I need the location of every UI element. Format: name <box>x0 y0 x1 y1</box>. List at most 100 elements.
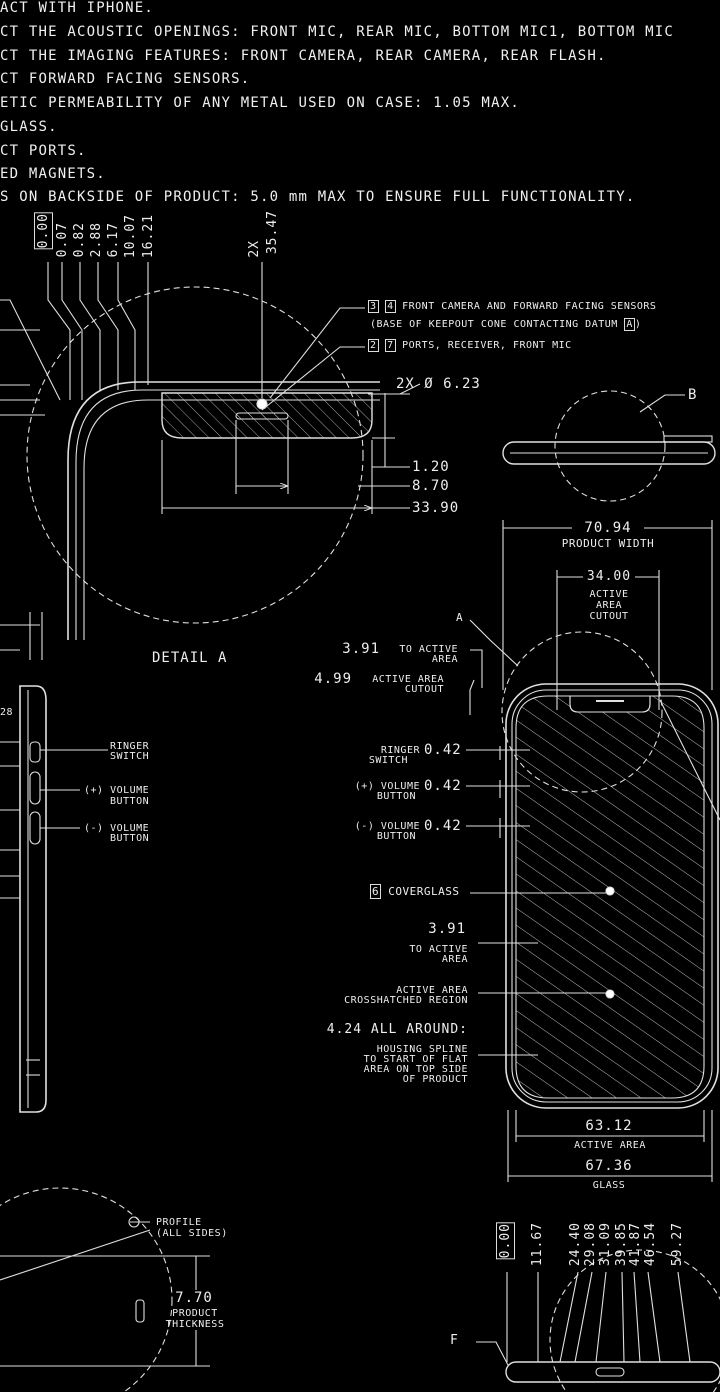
callout-sub-end: ) <box>634 319 642 330</box>
dim-bottom-3: 29.08 <box>583 1222 598 1267</box>
front-voldown-1: (-) VOLUME <box>354 821 420 832</box>
glass-value: 67.36 <box>578 1159 640 1173</box>
thickness-t1: PRODUCT <box>172 1308 218 1319</box>
dim-top-1: 0.07 <box>55 222 70 258</box>
dim-8-70: 8.70 <box>412 478 450 494</box>
spline-1: HOUSING SPLINE <box>376 1044 468 1055</box>
note-line-3: CT THE IMAGING FEATURES: FRONT CAMERA, R… <box>0 48 607 64</box>
phone-side-outline <box>19 685 47 1113</box>
note-line-9: S ON BACKSIDE OF PRODUCT: 5.0 mm MAX TO … <box>0 189 636 205</box>
dim-bottom-4: 31.09 <box>598 1222 613 1267</box>
callout-camera-sub: (BASE OF KEEPOUT CONE CONTACTING DATUM A… <box>370 318 642 331</box>
to-active-t1: TO ACTIVE <box>399 644 458 655</box>
detail-a-circle <box>26 286 364 624</box>
front-voldown-value: 0.42 <box>424 818 462 834</box>
coverglass-num: 6 <box>370 884 382 899</box>
cutout-label-1: ACTIVE <box>589 589 629 600</box>
profile-t2: (ALL SIDES) <box>156 1228 228 1239</box>
side-left-28: 28 <box>0 707 14 718</box>
dim-2x: 2X <box>247 240 262 258</box>
active-cutout-value: 4.99 <box>314 671 352 687</box>
spline-3: AREA ON TOP SIDE <box>363 1064 468 1075</box>
detail-a-marker: A <box>456 611 464 624</box>
detail-b-marker: B <box>688 387 698 403</box>
dim-33-90: 33.90 <box>412 500 460 516</box>
dim-bottom-0: 0.00 <box>496 1222 515 1260</box>
note-line-5: ETIC PERMEABILITY OF ANY METAL USED ON C… <box>0 95 520 111</box>
side-to-active-value: 3.91 <box>428 921 466 937</box>
dim-top-6: 16.21 <box>141 214 156 259</box>
side-to-active-t1: TO ACTIVE <box>409 944 468 955</box>
coverglass-text: COVERGLASS <box>388 885 460 898</box>
cutout-value: 34.00 <box>583 570 635 583</box>
cutout-label-2: AREA <box>595 600 623 611</box>
dim-bottom-5: 39.85 <box>614 1222 629 1267</box>
side-voldown-1: (-) VOLUME <box>84 823 150 834</box>
thickness-value: 7.70 <box>175 1290 213 1306</box>
dim-top-2: 0.82 <box>72 222 87 258</box>
dim-top-0: 0.00 <box>34 212 53 250</box>
dim-bottom-1: 11.67 <box>530 1222 545 1267</box>
coverglass-label: 6 COVERGLASS <box>370 884 460 899</box>
note-line-4: CT FORWARD FACING SENSORS. <box>0 71 251 87</box>
dim-bottom-7: 46.54 <box>643 1222 658 1267</box>
all-around: 4.24 ALL AROUND: <box>326 1022 468 1037</box>
note-line-8: ED MAGNETS. <box>0 166 106 182</box>
side-volup-1: (+) VOLUME <box>84 785 150 796</box>
callout-num: 7 <box>385 339 396 352</box>
callout-sub-text: (BASE OF KEEPOUT CONE CONTACTING DATUM <box>370 319 618 330</box>
active-area <box>569 695 651 713</box>
detail-f-marker: F <box>450 1333 459 1348</box>
dim-1-20: 1.20 <box>412 459 450 475</box>
dim-35: 35.47 <box>265 210 280 255</box>
profile-t1: PROFILE <box>156 1217 202 1228</box>
side-ringer-2: SWITCH <box>110 751 150 762</box>
front-voldown-2: BUTTON <box>376 831 416 842</box>
dim-bottom-6: 41.87 <box>628 1222 643 1267</box>
dim-diameter: 2X Ø 6.23 <box>396 376 481 392</box>
callout-ports: 2 7 PORTS, RECEIVER, FRONT MIC <box>368 339 572 352</box>
crosshatch-t1: ACTIVE AREA <box>396 985 468 996</box>
glass-label: GLASS <box>592 1180 626 1191</box>
to-active-t2: AREA <box>431 654 458 665</box>
note-line-6: GLASS. <box>0 119 58 135</box>
callout-num: 2 <box>368 339 379 352</box>
dim-bottom-2: 24.40 <box>568 1222 583 1267</box>
note-line-7: CT PORTS. <box>0 143 87 159</box>
front-ringer-1: RINGER <box>380 745 420 756</box>
detail-a-label: DETAIL A <box>152 650 228 666</box>
datum-box: A <box>624 318 635 331</box>
front-ringer-value: 0.42 <box>424 742 462 758</box>
active-cutout-t2: CUTOUT <box>404 684 444 695</box>
front-volup-1: (+) VOLUME <box>354 781 420 792</box>
front-volup-value: 0.42 <box>424 778 462 794</box>
callout-num: 3 <box>368 300 379 313</box>
front-ringer-2: SWITCH <box>368 755 408 766</box>
active-area-label: ACTIVE AREA <box>574 1140 646 1151</box>
note-line-2: CT THE ACOUSTIC OPENINGS: FRONT MIC, REA… <box>0 24 675 40</box>
active-area-value: 63.12 <box>585 1118 633 1134</box>
active-cutout-t1: ACTIVE AREA <box>372 674 444 685</box>
thickness-t2: THICKNESS <box>165 1319 225 1330</box>
callout-text: FRONT CAMERA AND FORWARD FACING SENSORS <box>402 301 657 312</box>
crosshatch-t2: CROSSHATCHED REGION <box>344 995 468 1006</box>
product-width-value: 70.94 <box>572 521 644 535</box>
dim-top-5: 10.07 <box>123 214 138 259</box>
note-line-1: ACT WITH IPHONE. <box>0 0 155 16</box>
dim-top-3: 2.88 <box>89 222 104 258</box>
side-to-active-t2: AREA <box>441 954 468 965</box>
callout-camera: 3 4 FRONT CAMERA AND FORWARD FACING SENS… <box>368 300 657 313</box>
side-voldown-2: BUTTON <box>110 833 150 844</box>
to-active-value: 3.91 <box>342 641 380 657</box>
side-volup-2: BUTTON <box>110 796 150 807</box>
product-width-label: PRODUCT WIDTH <box>561 537 655 550</box>
callout-text: PORTS, RECEIVER, FRONT MIC <box>402 340 572 351</box>
callout-num: 4 <box>385 300 396 313</box>
spline-4: OF PRODUCT <box>402 1074 468 1085</box>
spline-2: TO START OF FLAT <box>363 1054 468 1065</box>
dim-bottom-8: 59.27 <box>670 1222 685 1267</box>
side-ringer-1: RINGER <box>110 741 150 752</box>
cutout-label-3: CUTOUT <box>589 611 629 622</box>
phone-front-outline <box>505 683 719 1109</box>
